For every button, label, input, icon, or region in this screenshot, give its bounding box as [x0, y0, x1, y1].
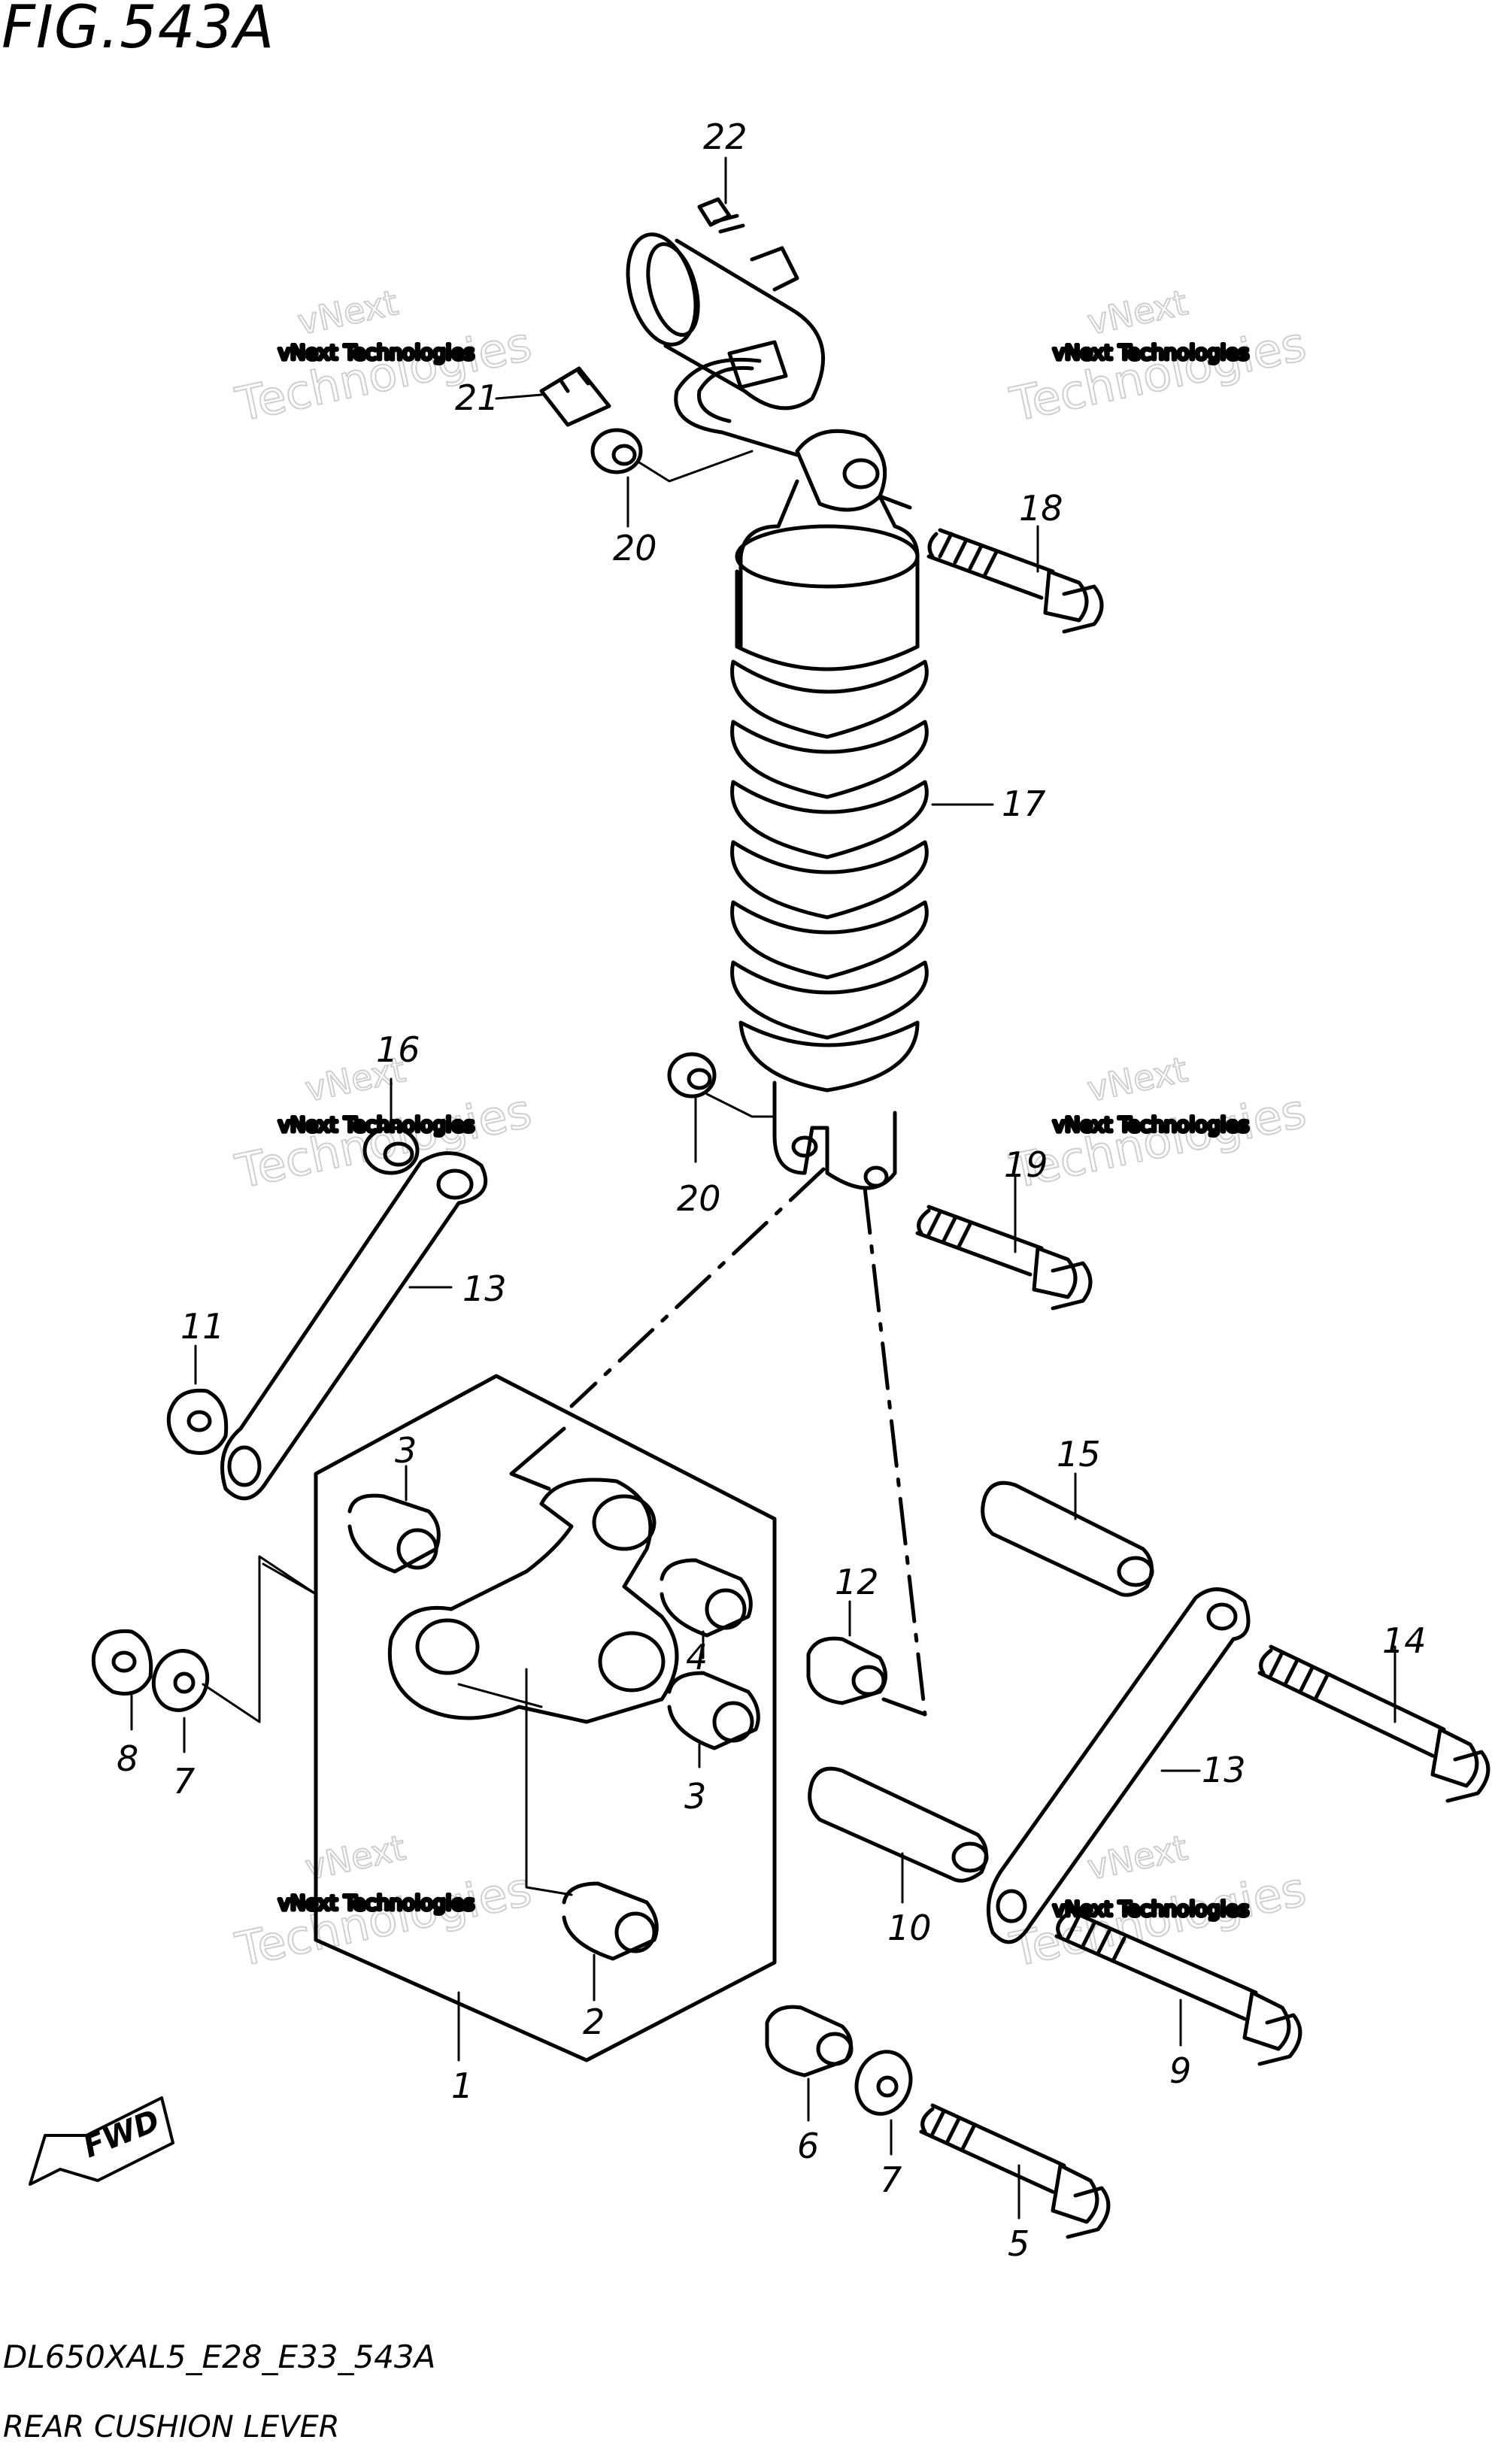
assembly-lines	[569, 1167, 927, 1717]
part-6-collar	[765, 2005, 854, 2122]
part-2-bearing	[562, 1881, 659, 2002]
part-9-bolt	[1054, 1908, 1302, 2066]
model-code: DL650XAL5_E28_E33_543A	[3, 2338, 436, 2375]
svg-text:vNext: vNext	[1084, 282, 1191, 343]
callout-17: 17	[1002, 783, 1046, 824]
callout-4: 4	[686, 1637, 708, 1678]
callout-9: 9	[1169, 2050, 1191, 2091]
callout-2: 2	[583, 2002, 605, 2042]
callout-21: 21	[455, 377, 499, 418]
callout-7-right: 7	[880, 2159, 902, 2200]
svg-text:vNext: vNext	[1084, 1827, 1191, 1888]
svg-text:FWD: FWD	[79, 2103, 165, 2165]
callout-14: 14	[1382, 1620, 1427, 1661]
part-5-bolt	[919, 2103, 1111, 2239]
callout-11: 11	[180, 1306, 225, 1347]
callout-6: 6	[797, 2126, 819, 2166]
callout-5: 5	[1008, 2223, 1029, 2264]
watermark-6: vNext Technologies vNext Technologies	[1005, 1826, 1312, 1978]
fwd-arrow-icon: FWD	[29, 2096, 174, 2186]
part-16-washer	[362, 1077, 420, 1175]
part-21-clamp	[495, 366, 611, 427]
callout-labels: 22 21 20 18 17 16 20 19 13 11 15 3 12 14…	[117, 117, 1427, 2264]
part-20-nut-upper	[590, 428, 754, 528]
svg-text:vNext: vNext	[1084, 1049, 1191, 1110]
part-3-bearing-lower	[667, 1671, 760, 1768]
part-4-bearing	[660, 1558, 753, 1659]
part-7-washer-left	[151, 1555, 317, 1753]
part-22-bolt	[697, 156, 745, 234]
watermark-5: vNext Technologies vNext Technologies	[230, 1826, 537, 1978]
callout-1: 1	[451, 2065, 473, 2106]
svg-text:Technologies: Technologies	[1005, 316, 1311, 432]
part-15-sleeve	[981, 1472, 1154, 1597]
part-12-collar	[806, 1600, 887, 1705]
callout-3-lower: 3	[684, 1776, 706, 1817]
watermark-2: vNext Technologies vNext Technologies	[1005, 281, 1312, 433]
svg-text:vNext: vNext	[294, 282, 402, 343]
svg-text:vNext Technologies: vNext Technologies	[278, 1114, 475, 1137]
svg-text:Technologies: Technologies	[231, 1083, 536, 1199]
part-13-link-lower	[986, 1587, 1251, 1944]
part-1-box	[314, 1374, 777, 2062]
callout-15: 15	[1057, 1434, 1101, 1474]
callout-3-upper: 3	[395, 1430, 417, 1471]
callout-22: 22	[703, 117, 747, 157]
callout-20-upper: 20	[613, 528, 657, 568]
watermark-3: vNext Technologies vNext Technologies	[230, 1048, 537, 1200]
callout-13-lower: 13	[1202, 1750, 1246, 1790]
lever-axis-lines	[262, 1562, 573, 1896]
svg-text:vNext Technologies: vNext Technologies	[1053, 341, 1249, 365]
callout-7-left: 7	[173, 1761, 195, 1802]
figure-caption: REAR CUSHION LEVER	[3, 2410, 340, 2444]
part-11-nut	[166, 1344, 229, 1455]
shock-absorber	[730, 429, 929, 1190]
callout-18: 18	[1019, 488, 1063, 529]
svg-text:vNext Technologies: vNext Technologies	[278, 1892, 475, 1915]
callout-19: 19	[1004, 1144, 1048, 1185]
callout-13-upper: 13	[462, 1268, 507, 1309]
part-7-washer-right	[854, 2050, 913, 2156]
callout-12: 12	[835, 1562, 879, 1602]
part-14-bolt	[1257, 1644, 1490, 1803]
cushion-lever	[387, 1477, 679, 1724]
part-19-bolt	[915, 1175, 1093, 1311]
svg-text:Technologies: Technologies	[1005, 1083, 1311, 1199]
watermark-4: vNext Technologies vNext Technologies	[1005, 1048, 1312, 1200]
callout-10: 10	[887, 1908, 932, 1948]
part-13-link-upper	[220, 1151, 488, 1501]
callout-20-lower: 20	[677, 1178, 721, 1219]
svg-text:vNext Technologies: vNext Technologies	[278, 341, 475, 365]
figure-title: FIG.543A	[2, 0, 275, 62]
part-18-bolt	[926, 525, 1104, 634]
preload-adjuster-reservoir	[626, 232, 825, 457]
part-10-sleeve	[808, 1766, 989, 1904]
svg-text:vNext Technologies: vNext Technologies	[1053, 1114, 1249, 1137]
part-20-nut-lower	[667, 1052, 776, 1163]
callout-16: 16	[376, 1029, 420, 1070]
callout-8: 8	[117, 1738, 138, 1779]
part-3-bearing-upper	[347, 1465, 441, 1574]
part-8-nut	[91, 1629, 153, 1731]
svg-text:Technologies: Technologies	[231, 1861, 536, 1977]
